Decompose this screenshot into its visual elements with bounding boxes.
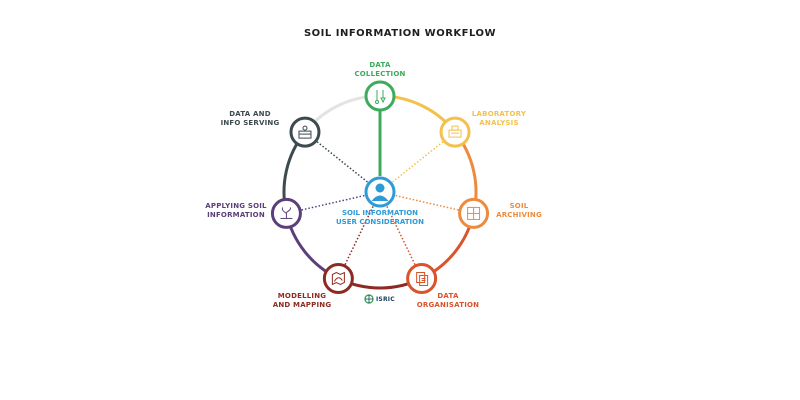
center-label-line2: USER CONSIDERATION bbox=[336, 218, 424, 226]
sprout-icon bbox=[280, 207, 293, 219]
stage-label-line1: DATA AND bbox=[229, 110, 271, 118]
stage-label-line2: AND MAPPING bbox=[272, 301, 332, 309]
stage-nodes bbox=[270, 80, 490, 295]
server-person-icon bbox=[298, 125, 312, 139]
center-label: SOIL INFORMATION USER CONSIDERATION bbox=[330, 209, 430, 227]
spoke-soil-archiving bbox=[395, 194, 461, 212]
stage-label-line2: INFORMATION bbox=[207, 211, 265, 219]
stage-circle bbox=[439, 116, 471, 148]
stage-node-modelling-and-mapping bbox=[322, 263, 354, 295]
lab-equipment-icon bbox=[448, 125, 462, 138]
spoke-data-organisation bbox=[386, 206, 417, 267]
archive-shelves-icon bbox=[467, 206, 481, 220]
stage-label-line1: DATA bbox=[437, 292, 459, 300]
stage-node-data-and-info-serving bbox=[289, 116, 321, 148]
center-label-line1: SOIL INFORMATION bbox=[341, 209, 419, 217]
spoke-data-and-info-serving bbox=[315, 140, 368, 183]
stage-label-line1: APPLYING SOIL bbox=[205, 202, 267, 210]
stage-label-line1: SOIL bbox=[509, 202, 529, 210]
stage-circle bbox=[364, 80, 396, 112]
stage-node-data-organisation bbox=[406, 263, 438, 295]
stage-label-line1: DATA bbox=[369, 61, 391, 69]
stage-label-line2: COLLECTION bbox=[354, 70, 406, 78]
spoke-laboratory-analysis bbox=[392, 140, 445, 183]
stage-label-line2: INFO SERVING bbox=[220, 119, 280, 127]
stage-label-line2: ARCHIVING bbox=[496, 211, 542, 219]
center-node bbox=[364, 176, 396, 208]
stage-label-line2: ANALYSIS bbox=[479, 119, 519, 127]
stage-circle bbox=[322, 263, 354, 295]
thermometer-shovel-icon bbox=[375, 90, 386, 104]
stage-node-laboratory-analysis bbox=[439, 116, 471, 148]
spoke-modelling-and-mapping bbox=[343, 206, 374, 267]
stage-label-line1: LABORATORY bbox=[471, 110, 527, 118]
stage-circle bbox=[289, 116, 321, 148]
isric-globe-icon bbox=[364, 294, 374, 304]
isric-logo-text: ISRIC bbox=[376, 296, 395, 303]
spoke-applying-soil-information bbox=[299, 194, 365, 212]
stage-node-soil-archiving bbox=[458, 197, 490, 229]
stage-node-data-collection bbox=[364, 80, 396, 112]
stage-label-line1: MODELLING bbox=[277, 292, 327, 300]
diagram-title: SOIL INFORMATION WORKFLOW bbox=[303, 28, 497, 39]
user-icon bbox=[371, 183, 389, 201]
spokes bbox=[299, 110, 461, 267]
documents-icon bbox=[416, 272, 429, 287]
map-icon bbox=[331, 271, 345, 286]
stage-label-line2: ORGANISATION bbox=[416, 301, 480, 309]
stage-node-applying-soil-information bbox=[270, 197, 302, 229]
